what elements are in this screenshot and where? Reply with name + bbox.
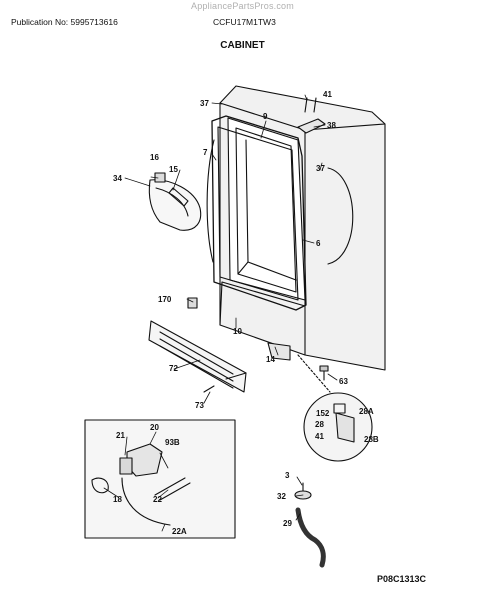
door-handle bbox=[148, 179, 202, 231]
leader-lines bbox=[103, 94, 338, 532]
lower-hinge bbox=[267, 342, 291, 361]
part-label-37-right: 37 bbox=[316, 164, 325, 173]
part-label-73: 73 bbox=[195, 401, 204, 410]
part-label-22a: 22A bbox=[172, 527, 187, 536]
part-label-41-detail: 41 bbox=[315, 432, 324, 441]
breaker-strip bbox=[206, 139, 215, 263]
part-label-22: 22 bbox=[153, 495, 162, 504]
part-label-41: 41 bbox=[323, 90, 332, 99]
watermark: AppliancePartsPros.com bbox=[191, 1, 294, 11]
part-label-37-top: 37 bbox=[200, 99, 209, 108]
door-gasket bbox=[211, 115, 307, 311]
part-label-10: 10 bbox=[233, 327, 242, 336]
part-label-15: 15 bbox=[169, 165, 178, 174]
part-label-93b: 93B bbox=[165, 438, 180, 447]
part-label-16: 16 bbox=[150, 153, 159, 162]
screw-73 bbox=[203, 385, 215, 393]
part-label-29: 29 bbox=[283, 519, 292, 528]
model-number: CCFU17M1TW3 bbox=[213, 17, 276, 27]
part-label-6: 6 bbox=[316, 239, 321, 248]
part-label-28: 28 bbox=[315, 420, 324, 429]
part-label-21: 21 bbox=[116, 431, 125, 440]
hinge-detail-circle bbox=[297, 354, 373, 462]
clip-170 bbox=[187, 297, 198, 309]
light-detail-box bbox=[84, 419, 236, 539]
part-label-14: 14 bbox=[266, 355, 275, 364]
part-label-32: 32 bbox=[277, 492, 286, 501]
part-label-20: 20 bbox=[150, 423, 159, 432]
leveling-leg bbox=[319, 365, 329, 381]
part-label-3: 3 bbox=[285, 471, 290, 480]
part-label-34: 34 bbox=[113, 174, 122, 183]
part-label-170: 170 bbox=[158, 295, 172, 304]
toe-grille bbox=[148, 320, 247, 393]
part-label-72: 72 bbox=[169, 364, 178, 373]
part-label-152: 152 bbox=[316, 409, 330, 418]
upper-hinge bbox=[297, 97, 326, 134]
part-label-28b: 28B bbox=[364, 435, 379, 444]
publication-number: Publication No: 5995713616 bbox=[11, 17, 118, 27]
part-label-63: 63 bbox=[339, 377, 348, 386]
part-label-9: 9 bbox=[263, 112, 268, 121]
figure-code: P08C1313C bbox=[377, 574, 427, 584]
part-label-28a: 28A bbox=[359, 407, 374, 416]
part-label-38: 38 bbox=[327, 121, 336, 130]
part-label-18: 18 bbox=[113, 495, 122, 504]
cabinet-body bbox=[219, 85, 386, 371]
part-label-7: 7 bbox=[203, 148, 208, 157]
section-title: CABINET bbox=[220, 40, 265, 51]
